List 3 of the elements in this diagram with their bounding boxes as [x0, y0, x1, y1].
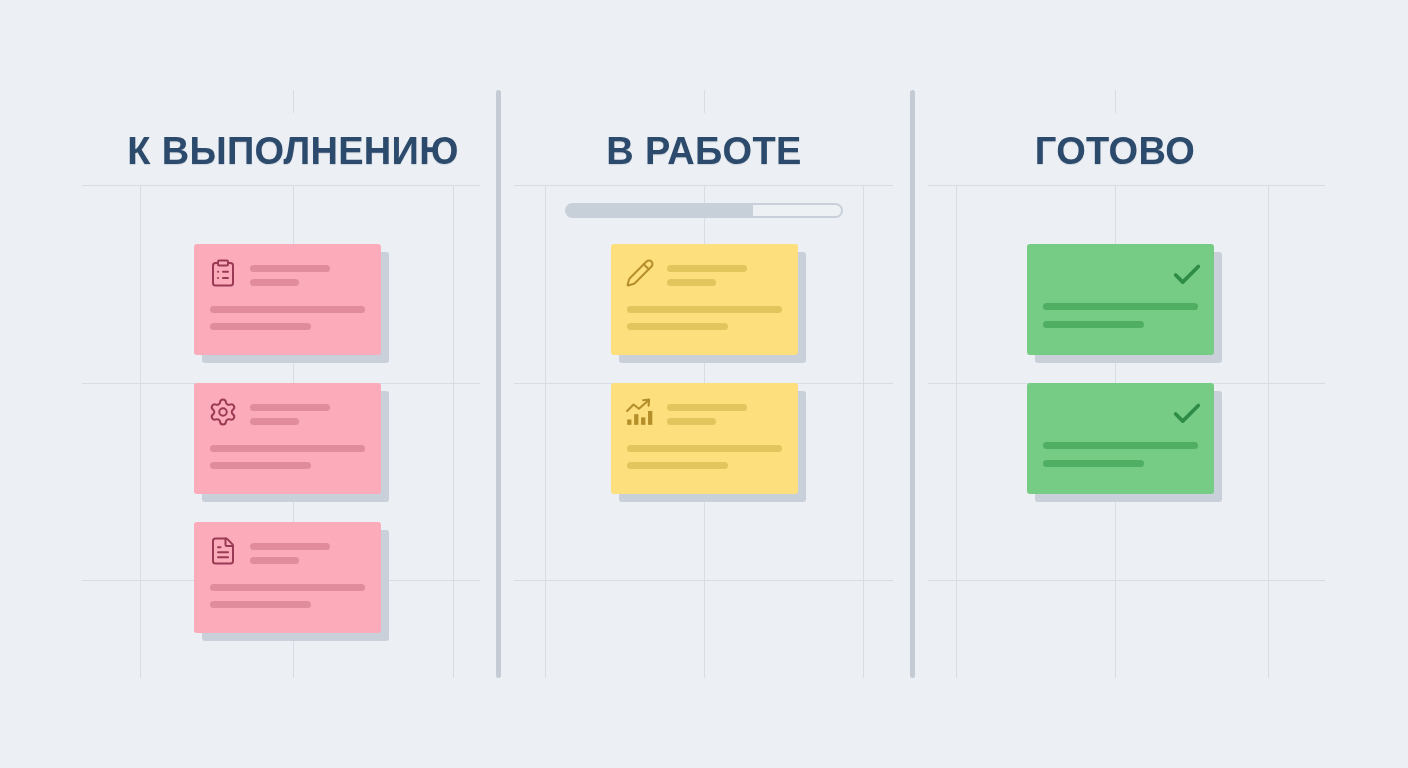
- column-heading: К ВЫПОЛНЕНИЮ: [127, 130, 459, 172]
- column-heading: В РАБОТЕ: [606, 130, 802, 172]
- column-heading: ГОТОВО: [1034, 130, 1196, 172]
